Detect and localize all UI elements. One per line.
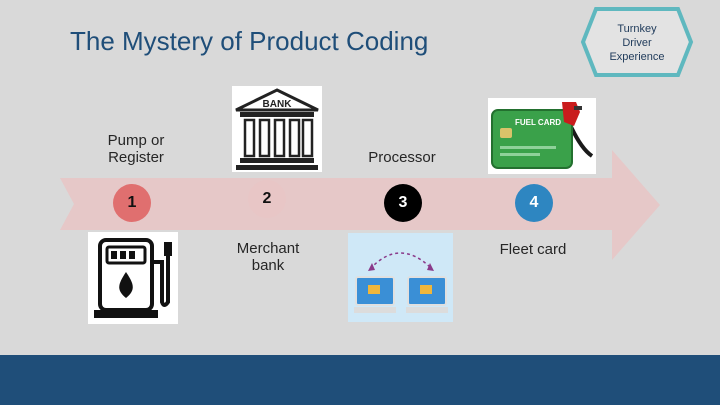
bank-image: BANK xyxy=(232,86,322,172)
process-arrow xyxy=(60,150,660,260)
step1-label-line: Pump or xyxy=(107,132,165,149)
slide-title: The Mystery of Product Coding xyxy=(70,26,429,56)
step1-circle: 1 xyxy=(113,184,151,222)
step2-label-line: bank xyxy=(251,257,285,274)
computer-transfer-icon xyxy=(354,252,448,313)
step2-label-line: Merchant xyxy=(236,240,300,257)
bank-sign-text: BANK xyxy=(263,99,293,110)
badge-text: Turnkey Driver Experience xyxy=(592,22,682,64)
badge-line: Turnkey xyxy=(617,23,657,35)
fuel-pump-icon xyxy=(94,238,172,318)
step4-circle: 4 xyxy=(515,184,553,222)
footer-bar xyxy=(0,355,720,405)
fuel-card-icon: FUEL CARD xyxy=(491,102,594,169)
bank-icon: BANK xyxy=(235,88,319,170)
step1-label: Pump or Register xyxy=(96,132,176,166)
step1-label-line: Register xyxy=(108,149,164,166)
step3-label: Processor xyxy=(368,149,436,166)
step2-circle: 2 xyxy=(248,180,286,218)
step3-circle: 3 xyxy=(384,184,422,222)
hexagon-badge xyxy=(580,7,694,77)
fuel-card-text: FUEL CARD xyxy=(515,118,561,127)
badge-line: Driver xyxy=(622,37,652,49)
computer-transfer-image xyxy=(348,233,453,322)
fuel-pump-image xyxy=(88,232,178,324)
badge-line: Experience xyxy=(609,51,665,63)
step2-label: Merchant bank xyxy=(226,240,310,274)
step4-label: Fleet card xyxy=(499,241,567,258)
fuel-card-image: FUEL CARD xyxy=(488,98,596,174)
